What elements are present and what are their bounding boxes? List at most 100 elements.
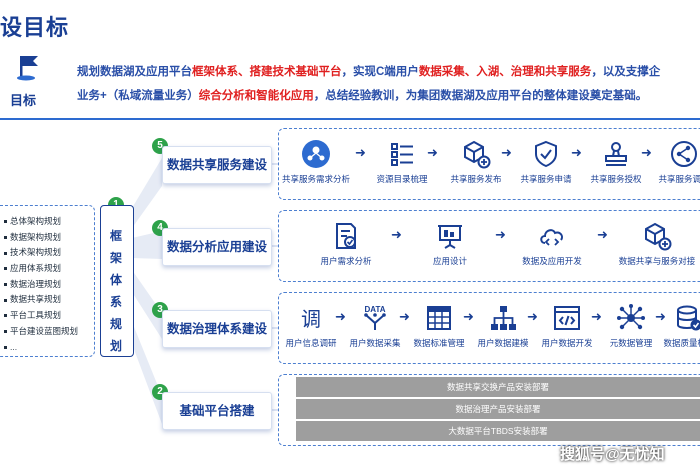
cube-plus-icon bbox=[645, 222, 672, 251]
presentation-icon bbox=[438, 225, 462, 249]
item-label: 共享服务发布 bbox=[450, 174, 502, 184]
list-item: 平台工具规划 bbox=[0, 308, 94, 324]
list-item: 总体架构规划 bbox=[0, 214, 94, 230]
data-glyph: DATA bbox=[364, 305, 385, 314]
arrow-right-icon: ➜ bbox=[391, 227, 402, 242]
hierarchy-icon bbox=[491, 306, 516, 330]
item-label: 元数据管理 bbox=[609, 338, 653, 348]
network-nodes-icon bbox=[617, 304, 645, 330]
item-label: 数据质量检查 bbox=[663, 338, 700, 348]
arrow-right-icon: ➜ bbox=[655, 309, 666, 324]
deploy-bar: 数据治理产品安装部署 bbox=[296, 399, 700, 419]
step-data-governance[interactable]: 数据治理体系建设 bbox=[162, 310, 272, 348]
list-item: 数据架构规划 bbox=[0, 230, 94, 246]
framework-box bbox=[100, 205, 134, 357]
deploy-bar: 数据共享交换产品安装部署 bbox=[296, 377, 700, 397]
share-icon bbox=[671, 141, 697, 167]
list-item-label: 总体架构规划 bbox=[10, 216, 62, 226]
arrow-right-icon: ➜ bbox=[501, 145, 512, 160]
item-label: 应用设计 bbox=[432, 256, 467, 266]
list-item: 数据共享规划 bbox=[0, 292, 94, 308]
intro-2c: ，总结经验教训，为集团数据湖及应用平台的整体建设奠定基础。 bbox=[313, 90, 648, 102]
page-title: 设目标 bbox=[0, 15, 70, 40]
process-item: 用户数据建模 bbox=[471, 303, 535, 349]
process-item: 用户需求分析 bbox=[309, 221, 383, 267]
list-item: 应用体系规划 bbox=[0, 261, 94, 277]
item-label: 用户需求分析 bbox=[320, 256, 372, 266]
list-icon bbox=[391, 143, 413, 166]
arrow-right-icon: ➜ bbox=[591, 309, 602, 324]
process-item: 数据质量检查 bbox=[657, 303, 700, 349]
framework-label: 框架体系规划 bbox=[109, 229, 122, 353]
item-label: 用户信息调研 bbox=[285, 338, 337, 348]
tiao-character-icon: 调 bbox=[301, 307, 321, 331]
arrow-right-icon: ➜ bbox=[335, 309, 346, 324]
arrow-right-icon: ➜ bbox=[427, 145, 438, 160]
item-label: 共享服务需求分析 bbox=[281, 174, 350, 184]
arrow-right-icon: ➜ bbox=[399, 309, 410, 324]
process-item: 数据及应用开发 bbox=[515, 221, 589, 267]
list-item: 平台建设蓝图规划 bbox=[0, 324, 94, 340]
database-check-icon bbox=[677, 305, 700, 331]
process-item: 共享服务需求分析 bbox=[279, 139, 353, 185]
panel-data-analysis: 用户需求分析 ➜ 应用设计 ➜ 数据及应用开发 ➜ 数据共享与服务对接 bbox=[278, 210, 700, 282]
process-item: DATA 用户数据采集 bbox=[343, 303, 407, 349]
item-label: 用户数据采集 bbox=[349, 338, 401, 348]
arrow-right-icon: ➜ bbox=[571, 145, 582, 160]
process-item: 用户数据开发 bbox=[535, 303, 599, 349]
shield-check-icon bbox=[535, 140, 557, 168]
document-check-icon bbox=[336, 223, 356, 249]
panel-data-governance: 调 用户信息调研 ➜ DATA 用户数据采集 ➜ 数据标准管理 ➜ 用户数据建模… bbox=[278, 292, 700, 364]
step-data-sharing[interactable]: 数据共享服务建设 bbox=[162, 146, 272, 184]
process-item: 调 用户信息调研 bbox=[279, 303, 343, 349]
process-item: 资源目录梳理 bbox=[365, 139, 439, 185]
cloud-code-icon bbox=[540, 229, 564, 246]
step-platform-setup[interactable]: 基础平台搭建 bbox=[162, 392, 272, 430]
intro-text: 规划数据湖及应用平台框架体系、搭建技术基础平台，实现C端用户数据采集、入湖、治理… bbox=[77, 60, 697, 108]
stamp-icon bbox=[605, 142, 627, 166]
arrow-right-icon: ➜ bbox=[495, 227, 506, 242]
deploy-bar: 大数据平台TBDS安装部署 bbox=[296, 421, 700, 441]
item-label: 资源目录梳理 bbox=[376, 174, 428, 184]
list-item: 数据治理规划 bbox=[0, 277, 94, 293]
intro-2b: 综合分析和智能化应用 bbox=[198, 90, 314, 102]
intro-1e: ，以及支撑企 bbox=[591, 66, 661, 78]
people-hub-icon bbox=[302, 140, 330, 168]
arrow-right-icon: ➜ bbox=[355, 145, 366, 160]
arrow-right-icon: ➜ bbox=[463, 309, 474, 324]
item-label: 数据标准管理 bbox=[413, 338, 465, 348]
arrow-right-icon: ➜ bbox=[527, 309, 538, 324]
planning-list: 总体架构规划 数据架构规划 技术架构规划 应用体系规划 数据治理规划 数据共享规… bbox=[0, 205, 95, 357]
code-window-icon bbox=[554, 306, 580, 330]
list-item-label: 数据共享规划 bbox=[10, 294, 62, 305]
list-item-label: 应用体系规划 bbox=[10, 263, 62, 274]
list-item: ... bbox=[0, 340, 94, 356]
data-funnel-icon: DATA bbox=[364, 305, 386, 330]
item-label: 用户数据开发 bbox=[541, 338, 593, 348]
list-item-label: ... bbox=[10, 341, 18, 352]
list-item: 技术架构规划 bbox=[0, 245, 94, 261]
flag-goal-icon bbox=[17, 56, 38, 81]
intro-1c: ，实现C端用户 bbox=[341, 66, 419, 78]
item-label: 数据及应用开发 bbox=[522, 256, 582, 266]
list-item-label: 技术架构规划 bbox=[10, 247, 62, 258]
process-item: 数据标准管理 bbox=[407, 303, 471, 349]
item-label: 共享服务授权 bbox=[590, 174, 642, 184]
tiao-glyph: 调 bbox=[301, 307, 321, 331]
cube-plus-icon bbox=[464, 140, 491, 169]
arrow-right-icon: ➜ bbox=[597, 227, 608, 242]
intro-2a: 业务+（私域流量业务） bbox=[77, 90, 199, 102]
process-item: 共享服务发布 bbox=[439, 139, 513, 185]
list-item-label: 平台工具规划 bbox=[10, 310, 62, 321]
list-item-label: 数据架构规划 bbox=[10, 231, 62, 242]
process-item: 共享服务授权 bbox=[579, 139, 653, 185]
item-label: 共享服务申请 bbox=[520, 174, 572, 184]
process-item: 共享服务申请 bbox=[509, 139, 583, 185]
step-data-analysis[interactable]: 数据分析应用建设 bbox=[162, 228, 272, 266]
list-item-label: 平台建设蓝图规划 bbox=[10, 325, 79, 336]
process-item: 元数据管理 bbox=[599, 303, 663, 349]
process-item: 应用设计 bbox=[413, 221, 487, 267]
process-item: 数据共享与服务对接 bbox=[613, 221, 700, 267]
